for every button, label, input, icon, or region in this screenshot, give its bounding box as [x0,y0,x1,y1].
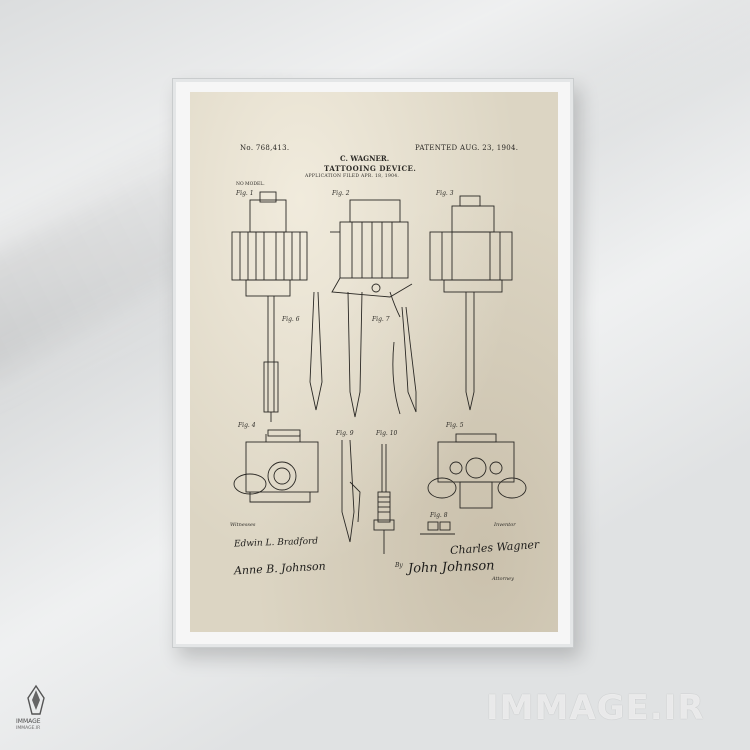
fig-3-drawing [429,195,513,411]
fig-2-drawing [330,199,413,418]
fig-label: Fig. 4 [238,422,256,429]
fig-label: Fig. 6 [282,316,300,323]
inventor-label: Inventor [494,522,516,528]
fig-10-drawing [373,444,395,554]
logo-text: IMMAGE [16,718,41,725]
fig-1-drawing [231,191,308,422]
immage-logo-icon [27,684,45,715]
fig-label: Fig. 9 [336,430,354,437]
fig-5-drawing [427,433,527,509]
patent-drawing [231,191,527,554]
patent-number: No. 768,413. [240,144,290,152]
fig-label: Fig. 1 [236,190,254,197]
inventor-name: C. WAGNER. [340,154,390,163]
fig-label: Fig. 10 [376,430,398,437]
patent-print: No. 768,413. PATENTED AUG. 23, 1904. C. … [190,92,558,632]
model-label: NO MODEL. [236,182,265,187]
witnesses-label: Witnesses [230,522,256,528]
attorney-label: Attorney [492,576,514,582]
fig-label: Fig. 3 [436,190,454,197]
patent-date: PATENTED AUG. 23, 1904. [415,144,519,152]
attorney-signature: John Johnson [407,558,495,577]
fig-6-7-drawing [309,291,417,415]
fig-label: Fig. 2 [332,190,350,197]
fig-9-drawing [341,439,361,543]
fig-label: Fig. 8 [430,512,448,519]
fig-label: Fig. 7 [372,316,390,323]
patent-title: TATTOOING DEVICE. [324,164,417,173]
fig-8-drawing [420,521,455,535]
watermark-text: IMMAGE.IR [486,688,705,728]
fig-4-drawing [233,429,319,503]
application-date: APPLICATION FILED APR. 18, 1904. [305,174,400,179]
by-label: By [395,562,403,569]
logo-subtext: IMMAGE.IR [16,726,41,731]
fig-label: Fig. 5 [446,422,464,429]
